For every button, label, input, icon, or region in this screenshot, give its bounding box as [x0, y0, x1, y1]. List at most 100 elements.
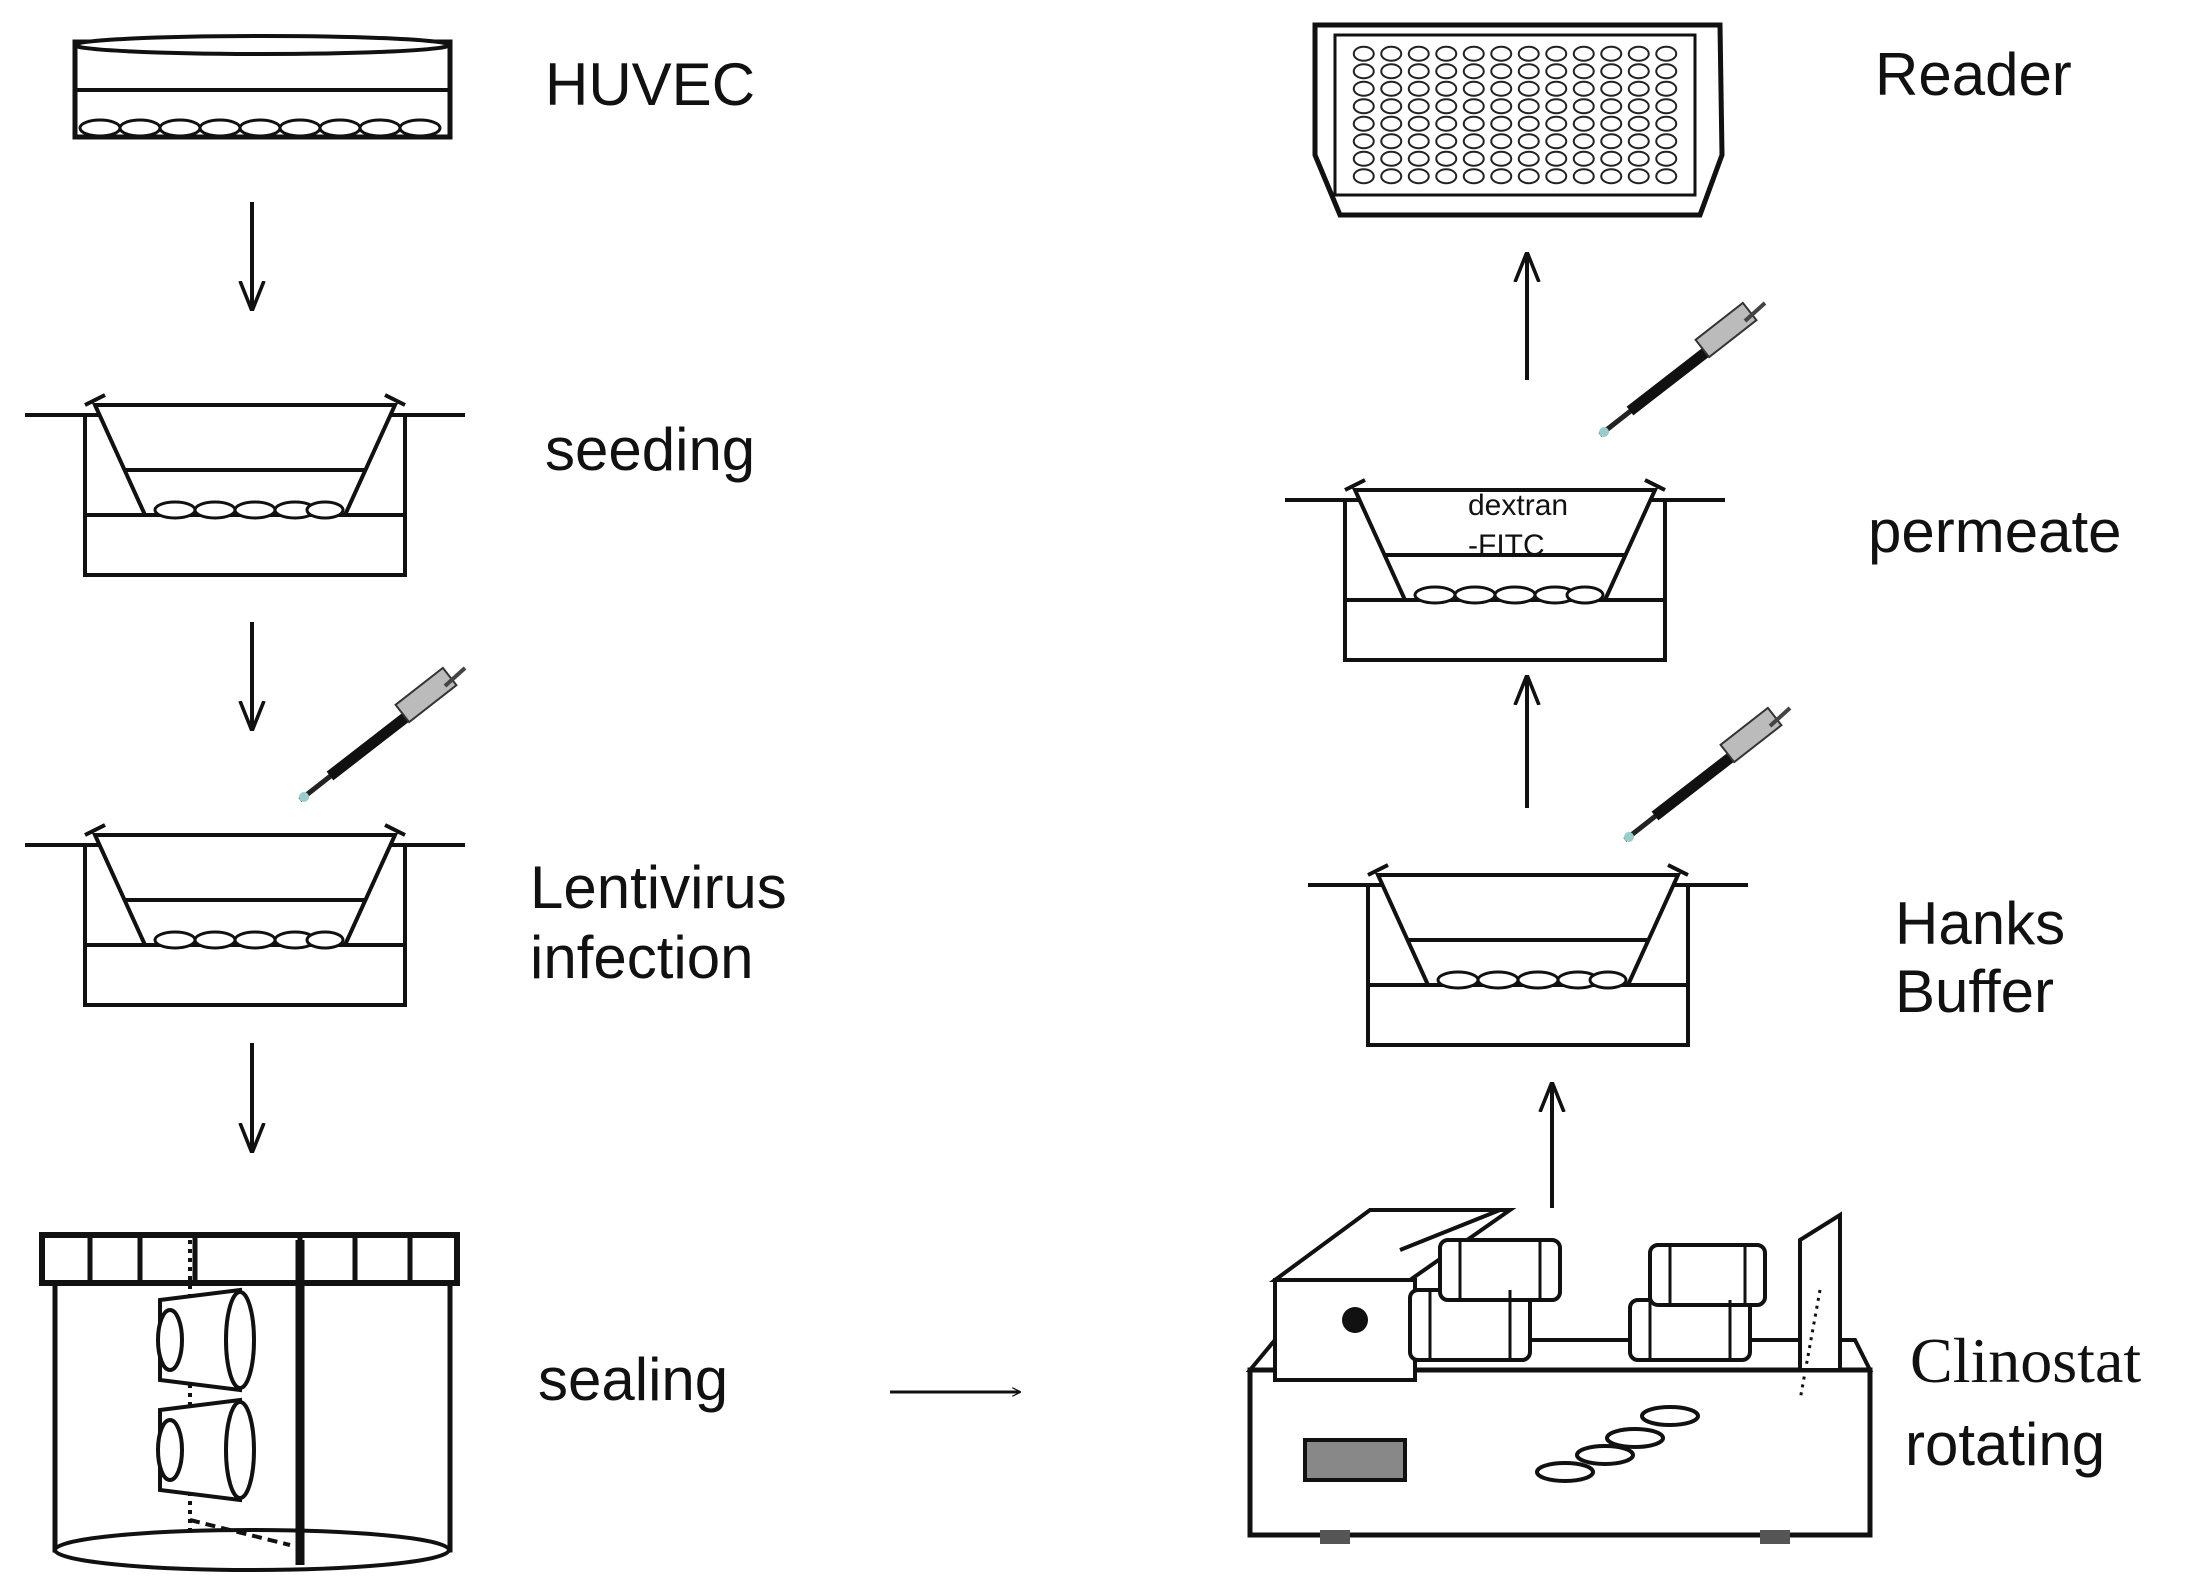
well [1352, 115, 1375, 132]
step-label-lentivirus-line1: Lentivirus [530, 854, 787, 921]
well [1655, 133, 1678, 150]
step-label-seeding: seeding [545, 416, 755, 483]
well [1517, 150, 1540, 167]
well [1517, 133, 1540, 150]
well [1572, 150, 1595, 167]
step-label-lentivirus-line2: infection [530, 924, 753, 991]
well [1462, 168, 1485, 185]
well [1517, 45, 1540, 62]
well [1627, 98, 1650, 115]
well [1380, 133, 1403, 150]
well [1517, 168, 1540, 185]
well [1572, 168, 1595, 185]
well [1600, 150, 1623, 167]
well [1627, 133, 1650, 150]
well [1545, 45, 1568, 62]
well [1627, 168, 1650, 185]
well [1627, 80, 1650, 97]
well [1462, 115, 1485, 132]
well [1435, 63, 1458, 80]
well [1462, 150, 1485, 167]
well [1545, 63, 1568, 80]
plate-reader-icon [1312, 22, 1725, 218]
well [1407, 133, 1430, 150]
well [1435, 150, 1458, 167]
well [1545, 150, 1568, 167]
well [1572, 133, 1595, 150]
well [1490, 168, 1513, 185]
well [1627, 63, 1650, 80]
well [1462, 80, 1485, 97]
transwell-insert-icon [23, 823, 467, 1007]
well [1462, 63, 1485, 80]
well [1407, 150, 1430, 167]
well [1435, 133, 1458, 150]
pipette-icon [299, 668, 465, 802]
well [1655, 98, 1678, 115]
well [1517, 98, 1540, 115]
transwell-insert-icon [1306, 863, 1750, 1047]
well [1655, 63, 1678, 80]
well [1490, 80, 1513, 97]
well [1600, 80, 1623, 97]
well [1655, 115, 1678, 132]
well [1627, 150, 1650, 167]
well [1407, 168, 1430, 185]
well [1600, 63, 1623, 80]
well [1572, 63, 1595, 80]
pipette-icon [1624, 708, 1790, 842]
well [1572, 80, 1595, 97]
well [1627, 45, 1650, 62]
step-label-clinostat-line1: Clinostat [1910, 1325, 2141, 1396]
well [1462, 98, 1485, 115]
step-label-permeate: permeate [1868, 498, 2121, 565]
well [1600, 168, 1623, 185]
well [1352, 80, 1375, 97]
well [1545, 115, 1568, 132]
well [1600, 45, 1623, 62]
well [1352, 168, 1375, 185]
step-label-hanks-line1: Hanks [1895, 890, 2065, 957]
well [1627, 115, 1650, 132]
culture-dish-icon [72, 34, 453, 140]
well [1380, 98, 1403, 115]
well [1490, 63, 1513, 80]
insert-label-dextran-line1: dextran [1468, 489, 1568, 522]
well [1380, 150, 1403, 167]
well [1655, 80, 1678, 97]
well [1352, 150, 1375, 167]
well [1490, 150, 1513, 167]
well [1517, 115, 1540, 132]
step-label-huvec: HUVEC [545, 51, 755, 118]
well [1655, 45, 1678, 62]
well [1600, 133, 1623, 150]
well [1352, 63, 1375, 80]
well [1435, 115, 1458, 132]
well [1545, 133, 1568, 150]
well [1407, 98, 1430, 115]
well [1600, 98, 1623, 115]
well [1517, 80, 1540, 97]
well [1352, 98, 1375, 115]
well [1380, 80, 1403, 97]
clinostat-icon [1245, 1208, 1874, 1544]
well [1545, 168, 1568, 185]
well [1380, 45, 1403, 62]
well [1380, 168, 1403, 185]
well [1407, 115, 1430, 132]
well [1352, 45, 1375, 62]
well [1600, 115, 1623, 132]
well [1545, 98, 1568, 115]
step-label-hanks-line2: Buffer [1895, 958, 2054, 1025]
well [1517, 63, 1540, 80]
step-label-reader: Reader [1875, 41, 2072, 108]
well [1380, 115, 1403, 132]
well [1462, 45, 1485, 62]
step-label-sealing: sealing [538, 1346, 728, 1413]
well [1462, 133, 1485, 150]
well [1655, 168, 1678, 185]
well [1435, 80, 1458, 97]
well [1545, 80, 1568, 97]
well [1407, 45, 1430, 62]
